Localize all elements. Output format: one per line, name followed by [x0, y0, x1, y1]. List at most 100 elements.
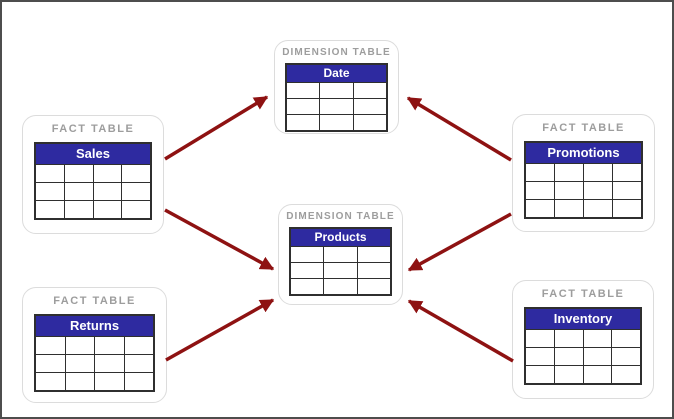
date-table-title: Date — [287, 65, 386, 82]
sales-table: Sales — [34, 142, 152, 220]
table-cell — [584, 164, 612, 181]
table-cell — [65, 373, 94, 390]
returns-table: Returns — [34, 314, 155, 392]
dimension-table-products-card: DIMENSION TABLE Products — [278, 204, 403, 305]
fact-table-label: FACT TABLE — [541, 288, 625, 300]
fact-table-label: FACT TABLE — [542, 122, 625, 134]
table-cell — [554, 366, 583, 383]
table-cell — [124, 337, 153, 354]
promotions-table-title: Promotions — [526, 143, 641, 163]
fact-table-returns-card: FACT TABLE Returns — [22, 287, 167, 403]
table-cell — [95, 373, 124, 390]
table-cell — [65, 337, 94, 354]
table-cell — [526, 200, 554, 217]
table-cell — [122, 201, 150, 218]
table-cell — [613, 164, 641, 181]
table-cell — [36, 201, 64, 218]
date-table: Date — [285, 63, 388, 132]
fact-table-inventory-card: FACT TABLE Inventory — [512, 280, 654, 399]
table-cell — [612, 330, 640, 347]
table-cell — [95, 355, 124, 372]
returns-table-grid — [36, 336, 153, 390]
arrow-promotions-to-products — [407, 212, 512, 272]
table-cell — [526, 182, 554, 199]
table-cell — [584, 182, 612, 199]
fact-table-sales-card: FACT TABLE Sales — [22, 115, 164, 234]
table-cell — [555, 164, 583, 181]
table-cell — [526, 330, 554, 347]
fact-table-promotions-card: FACT TABLE Promotions — [512, 114, 655, 232]
products-table-title: Products — [291, 229, 390, 246]
fact-table-label: FACT TABLE — [51, 123, 135, 135]
table-cell — [122, 183, 150, 200]
inventory-table: Inventory — [524, 307, 642, 385]
table-cell — [324, 247, 357, 262]
table-cell — [36, 355, 65, 372]
table-cell — [291, 247, 324, 262]
arrow-sales-to-products — [164, 208, 275, 271]
table-cell — [93, 201, 122, 218]
table-cell — [320, 99, 353, 114]
products-table: Products — [289, 227, 392, 296]
dimension-table-label: DIMENSION TABLE — [286, 211, 395, 222]
dimension-table-label: DIMENSION TABLE — [282, 47, 391, 58]
table-cell — [65, 355, 94, 372]
sales-table-title: Sales — [36, 144, 150, 164]
table-cell — [124, 355, 153, 372]
table-cell — [554, 348, 583, 365]
table-cell — [612, 348, 640, 365]
table-cell — [287, 83, 320, 98]
table-cell — [353, 99, 386, 114]
table-cell — [613, 200, 641, 217]
table-cell — [583, 330, 612, 347]
table-cell — [555, 200, 583, 217]
table-cell — [93, 183, 122, 200]
table-cell — [554, 330, 583, 347]
fact-table-label: FACT TABLE — [53, 295, 136, 307]
table-cell — [36, 337, 65, 354]
table-cell — [320, 83, 353, 98]
table-cell — [36, 373, 65, 390]
table-cell — [64, 183, 93, 200]
table-cell — [287, 115, 320, 130]
table-cell — [291, 263, 324, 278]
table-cell — [324, 279, 357, 294]
promotions-table-grid — [526, 163, 641, 217]
table-cell — [64, 201, 93, 218]
table-cell — [122, 165, 150, 182]
table-cell — [583, 366, 612, 383]
table-cell — [357, 279, 390, 294]
products-table-grid — [291, 246, 390, 294]
table-cell — [324, 263, 357, 278]
table-cell — [584, 200, 612, 217]
table-cell — [357, 247, 390, 262]
date-table-grid — [287, 82, 386, 130]
table-cell — [526, 348, 554, 365]
arrow-inventory-to-products — [407, 299, 514, 363]
table-cell — [583, 348, 612, 365]
table-cell — [612, 366, 640, 383]
table-cell — [95, 337, 124, 354]
table-cell — [36, 183, 64, 200]
table-cell — [93, 165, 122, 182]
table-cell — [357, 263, 390, 278]
arrow-returns-to-products — [165, 298, 275, 362]
table-cell — [320, 115, 353, 130]
table-cell — [291, 279, 324, 294]
table-cell — [36, 165, 64, 182]
table-cell — [526, 164, 554, 181]
table-cell — [613, 182, 641, 199]
table-cell — [287, 99, 320, 114]
table-cell — [526, 366, 554, 383]
arrow-promotions-to-date — [406, 96, 512, 162]
arrow-sales-to-date — [164, 95, 269, 161]
returns-table-title: Returns — [36, 316, 153, 336]
table-cell — [64, 165, 93, 182]
inventory-table-grid — [526, 329, 640, 383]
inventory-table-title: Inventory — [526, 309, 640, 329]
sales-table-grid — [36, 164, 150, 218]
table-cell — [353, 115, 386, 130]
dimension-table-date-card: DIMENSION TABLE Date — [274, 40, 399, 134]
table-cell — [353, 83, 386, 98]
